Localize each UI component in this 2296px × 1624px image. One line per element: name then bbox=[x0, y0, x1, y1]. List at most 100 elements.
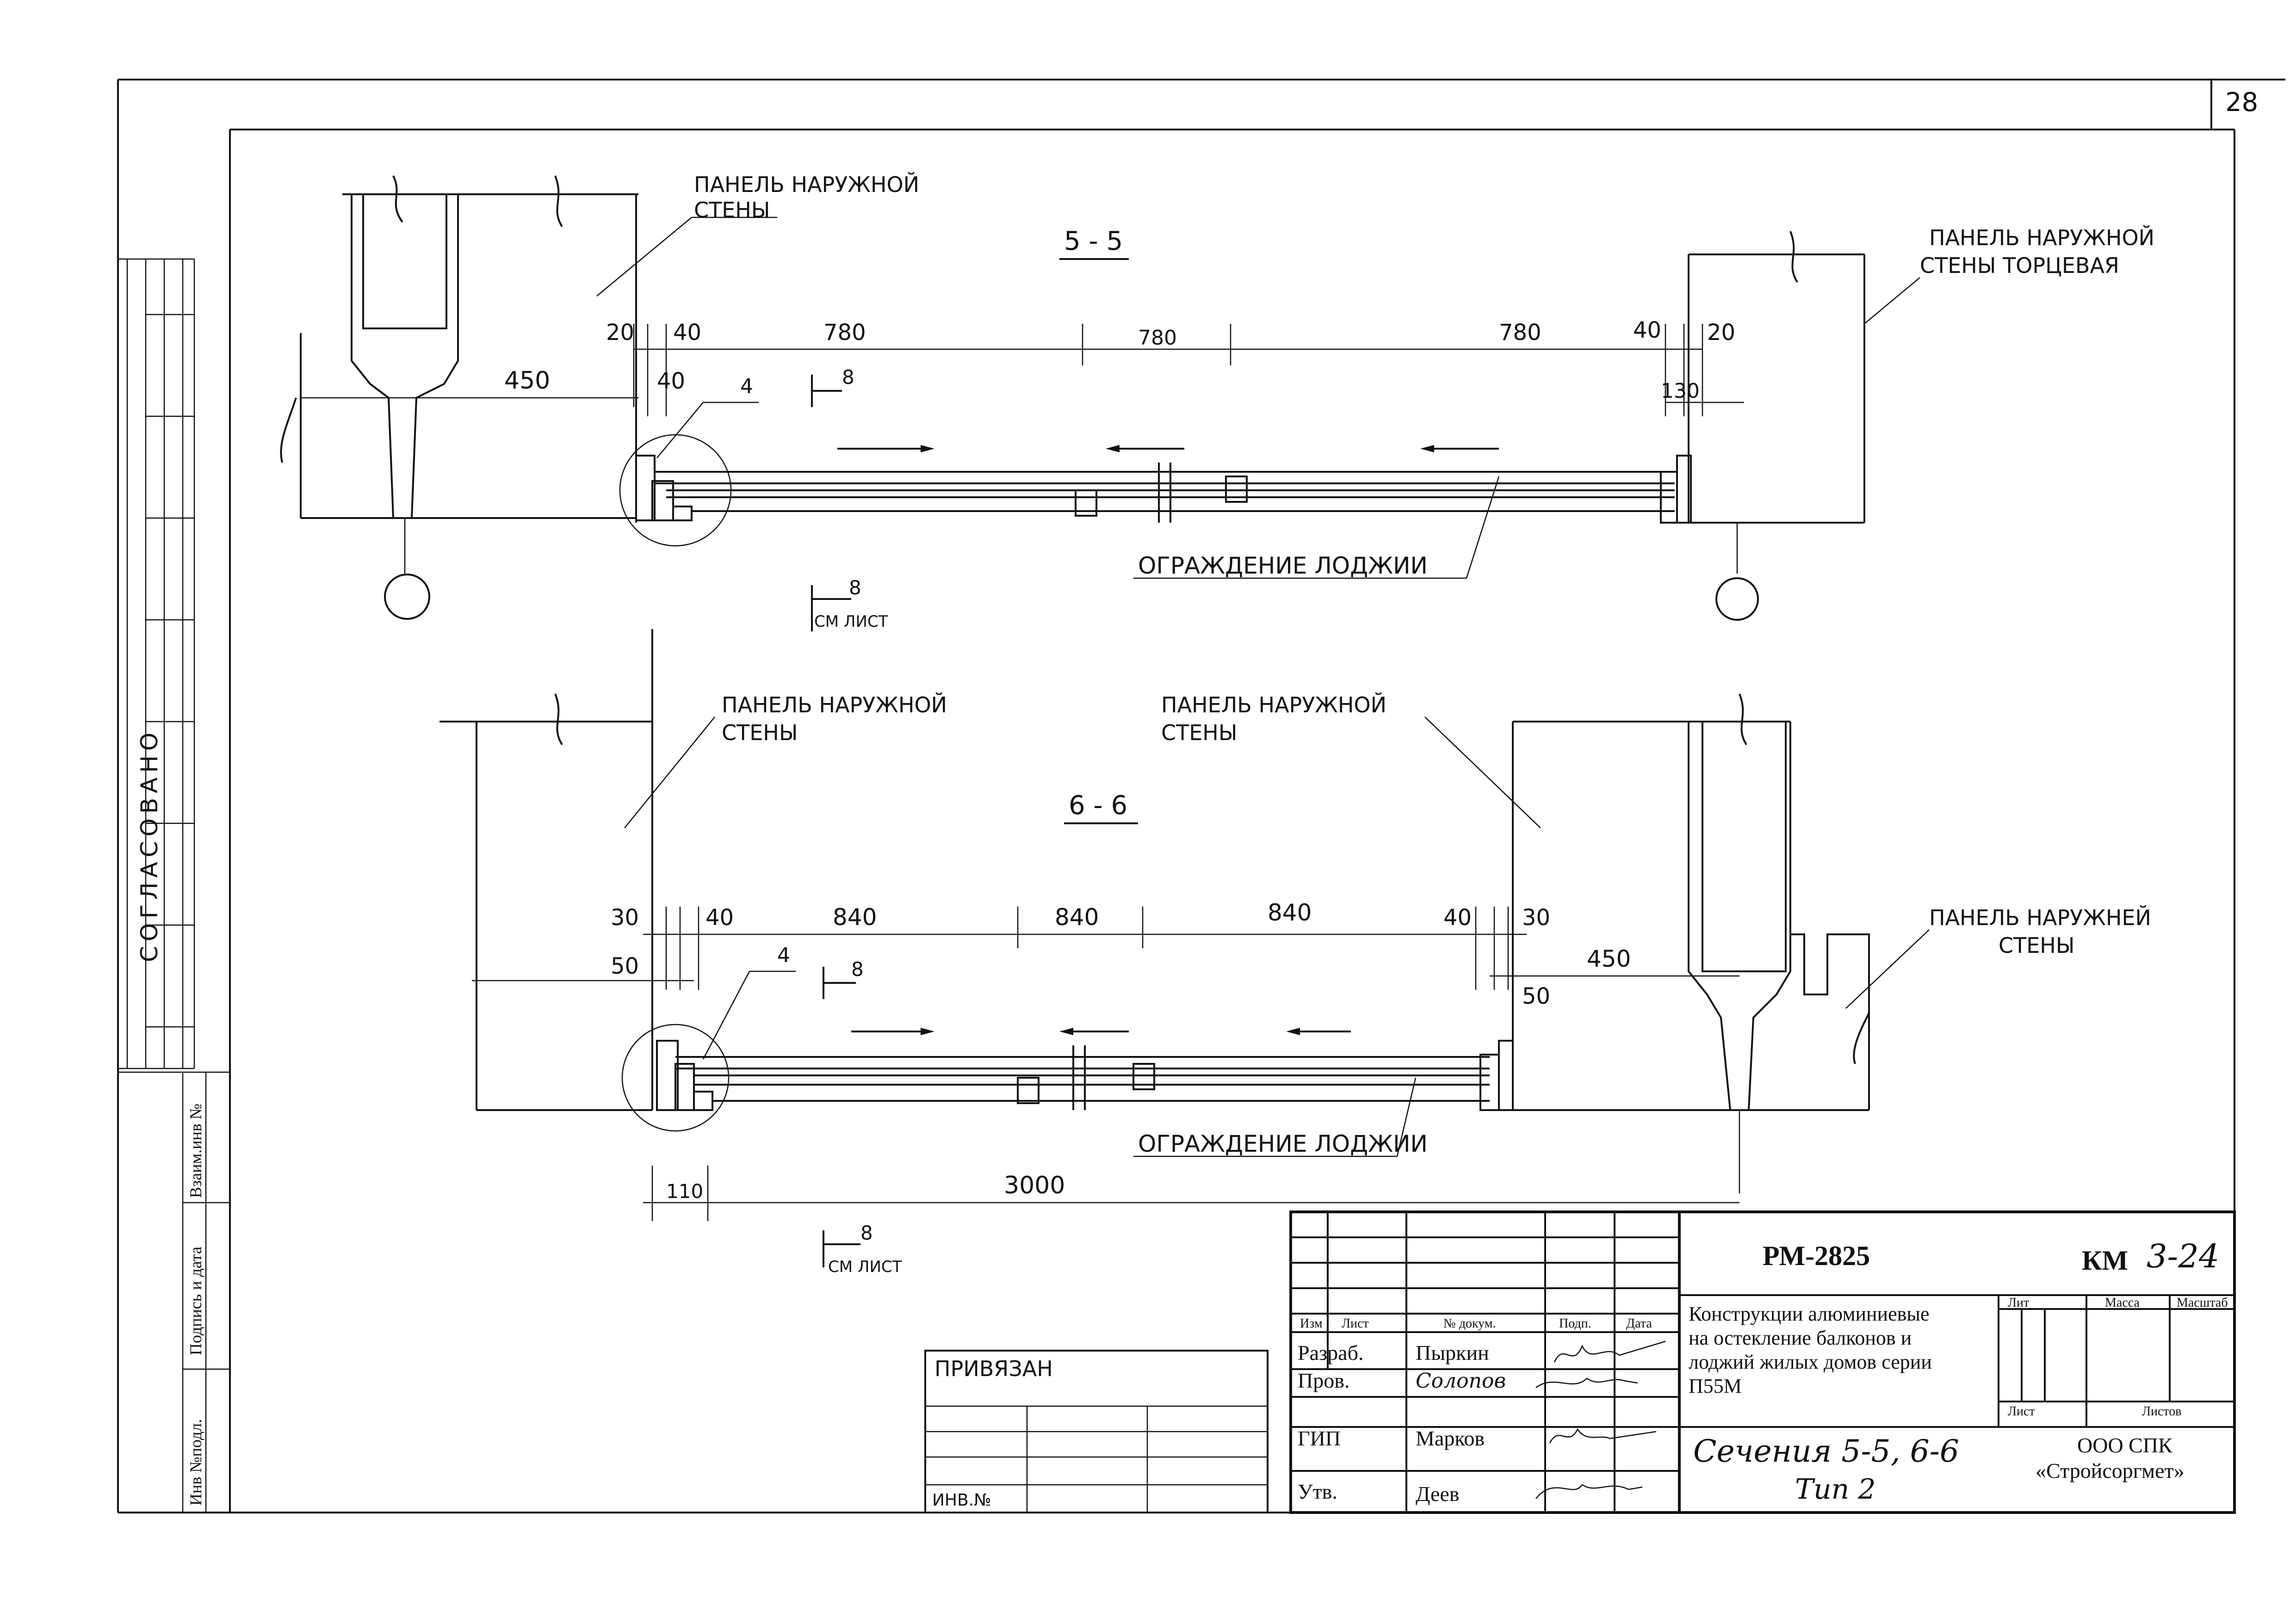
wall-label-6-mid-1: ПАНЕЛЬ НАРУЖНОЙ bbox=[1161, 692, 1386, 717]
name-checker: Солопов bbox=[1416, 1369, 1506, 1393]
dim-5-40-right: 40 bbox=[1633, 317, 1661, 343]
wall-label-5-right-2: СТЕНЫ ТОРЦЕВАЯ bbox=[1920, 253, 2119, 278]
header-sign: Подп. bbox=[1559, 1316, 1591, 1331]
wall-label-5-right-1: ПАНЕЛЬ НАРУЖНОЙ bbox=[1929, 225, 2154, 250]
signatures bbox=[1535, 1340, 1666, 1499]
sign-date-label: Подпись и дата bbox=[186, 1247, 205, 1355]
dim-5-20-right: 20 bbox=[1707, 320, 1735, 346]
dim-6-450: 450 bbox=[1587, 945, 1631, 972]
name-approver: Деев bbox=[1416, 1482, 1460, 1506]
role-approver: Утв. bbox=[1298, 1480, 1337, 1503]
role-chief: ГИП bbox=[1298, 1426, 1341, 1450]
labels-5: ПАНЕЛЬ НАРУЖНОЙ СТЕНЫ ПАНЕЛЬ НАРУЖНОЙ СТ… bbox=[596, 172, 2154, 631]
left-wall-panel-5 bbox=[280, 175, 638, 620]
dimensions-6: 30 40 840 840 840 40 30 50 450 50 110 30… bbox=[472, 899, 1739, 1221]
description-line-1: Конструкции алюминиевые bbox=[1689, 1303, 1929, 1325]
wall-label-6-mid-2: СТЕНЫ bbox=[1161, 720, 1237, 745]
dim-5-780-b: 780 bbox=[1138, 326, 1177, 350]
cut-mark-5-bottom: 8 bbox=[849, 576, 861, 599]
wall-label-6-right-2: СТЕНЫ bbox=[1999, 933, 2074, 958]
series-number: 3-24 bbox=[2147, 1237, 2219, 1275]
dimensions-5: 20 40 780 780 780 40 20 450 40 130 bbox=[301, 317, 1744, 416]
series-prefix: КМ bbox=[2082, 1245, 2128, 1276]
dim-6-840-b: 840 bbox=[1055, 904, 1099, 931]
section-5-title: 5 - 5 bbox=[1064, 226, 1123, 256]
attached-box: ПРИВЯЗАН ИНВ.№ bbox=[924, 1350, 1269, 1513]
header-izm: Изм bbox=[1300, 1316, 1323, 1331]
company-line-2: «Стройсоргмет» bbox=[2036, 1459, 2185, 1482]
dim-5-780-a: 780 bbox=[823, 320, 866, 346]
cut-note-6: СМ ЛИСТ bbox=[828, 1258, 902, 1276]
dim-5-780-c: 780 bbox=[1499, 320, 1541, 346]
attached-inv: ИНВ.№ bbox=[932, 1491, 991, 1510]
cut-mark-5: 8 bbox=[842, 366, 854, 389]
description-line-4: П55М bbox=[1689, 1375, 1742, 1397]
cut-mark-6-bottom: 8 bbox=[860, 1222, 873, 1244]
stage-mass: Масса bbox=[2105, 1296, 2140, 1310]
company-line-1: ООО СПК bbox=[2077, 1433, 2172, 1457]
agreed-label: СОГЛАСОВАНО bbox=[136, 728, 163, 962]
wall-label-6-right-1: ПАНЕЛЬ НАРУЖНЕЙ bbox=[1929, 905, 2151, 930]
glazing-frame-6 bbox=[621, 1024, 1514, 1132]
wall-label-6-left-2: СТЕНЫ bbox=[722, 720, 798, 745]
slide-arrows-5 bbox=[837, 445, 1499, 452]
dim-6-40-left: 40 bbox=[706, 905, 734, 931]
description-line-3: лоджий жилых домов серии bbox=[1689, 1351, 1932, 1373]
wall-label-6-left-1: ПАНЕЛЬ НАРУЖНОЙ bbox=[722, 692, 947, 717]
stage-scale: Масштаб bbox=[2177, 1296, 2228, 1310]
fence-label-5: ОГРАЖДЕНИЕ ЛОДЖИИ bbox=[1138, 552, 1428, 579]
side-stamp: СОГЛАСОВАНО Взаим.инв № Подпись и дата И… bbox=[118, 258, 230, 1513]
callout-5: 4 bbox=[740, 375, 753, 398]
dim-5-40-left: 40 bbox=[673, 320, 701, 346]
title-block: РМ-2825 КМ 3-24 Конструкции алюминиевые … bbox=[1289, 1210, 2236, 1514]
right-wall-panel-6 bbox=[1512, 693, 1870, 1193]
labels-6: ПАНЕЛЬ НАРУЖНОЙ СТЕНЫ ПАНЕЛЬ НАРУЖНОЙ СТ… bbox=[624, 692, 2151, 1276]
header-doc: № докум. bbox=[1443, 1316, 1496, 1331]
cut-note-5: СМ ЛИСТ bbox=[814, 612, 888, 631]
left-wall-panel-6 bbox=[439, 629, 653, 1111]
stage-lit: Лит bbox=[2008, 1296, 2029, 1310]
cut-mark-6: 8 bbox=[851, 958, 864, 981]
role-developer: Разраб. bbox=[1298, 1341, 1364, 1365]
inv-ref-label: Взаим.инв № bbox=[186, 1104, 205, 1198]
dim-6-50-right: 50 bbox=[1522, 983, 1550, 1009]
dim-5-20-left: 20 bbox=[606, 320, 634, 346]
wall-label-5-left-2: СТЕНЫ bbox=[694, 198, 770, 222]
name-developer: Пыркин bbox=[1416, 1341, 1489, 1365]
sheet-number: 28 bbox=[2225, 87, 2258, 117]
fence-label-6: ОГРАЖДЕНИЕ ЛОДЖИИ bbox=[1138, 1130, 1428, 1157]
dim-6-40-right: 40 bbox=[1443, 905, 1472, 931]
sheet-title-2: Тип 2 bbox=[1795, 1473, 1876, 1506]
dim-6-3000: 3000 bbox=[1004, 1172, 1065, 1199]
header-date: Дата bbox=[1626, 1316, 1652, 1331]
callout-6: 4 bbox=[777, 944, 790, 967]
dim-6-50-left: 50 bbox=[611, 953, 639, 979]
right-wall-panel-5 bbox=[1688, 231, 1865, 621]
sheet-lists: Листов bbox=[2142, 1404, 2182, 1419]
sheet-title-1: Сечения 5-5, 6-6 bbox=[1693, 1433, 1959, 1469]
dim-6-840-a: 840 bbox=[833, 904, 877, 931]
sheet-frame: 28 bbox=[117, 79, 2285, 1513]
dim-6-30-left: 30 bbox=[611, 905, 639, 931]
dim-5-130: 130 bbox=[1661, 379, 1700, 403]
name-chief: Марков bbox=[1416, 1426, 1485, 1450]
glazing-frame-5 bbox=[619, 434, 1692, 547]
header-list: Лист bbox=[1342, 1316, 1369, 1331]
dim-6-30-right: 30 bbox=[1522, 905, 1550, 931]
section-5-5: 5 - 5 bbox=[280, 172, 2154, 631]
inv-orig-label: Инв №подл. bbox=[186, 1419, 205, 1506]
dim-6-110: 110 bbox=[666, 1180, 703, 1203]
description-line-2: на остекление балконов и bbox=[1689, 1327, 1912, 1349]
sheet-list: Лист bbox=[2008, 1404, 2035, 1419]
dim-6-840-c: 840 bbox=[1268, 899, 1312, 926]
section-6-title: 6 - 6 bbox=[1069, 790, 1127, 821]
dim-5-40-lower: 40 bbox=[657, 368, 685, 394]
slide-arrows-6 bbox=[851, 1028, 1351, 1035]
section-6-6: 6 - 6 bbox=[439, 629, 2151, 1276]
role-checker: Пров. bbox=[1298, 1369, 1349, 1392]
attached-title: ПРИВЯЗАН bbox=[934, 1356, 1053, 1381]
dim-5-450: 450 bbox=[504, 367, 550, 395]
wall-label-5-left-1: ПАНЕЛЬ НАРУЖНОЙ bbox=[694, 172, 919, 197]
doc-code: РМ-2825 bbox=[1763, 1241, 1870, 1271]
